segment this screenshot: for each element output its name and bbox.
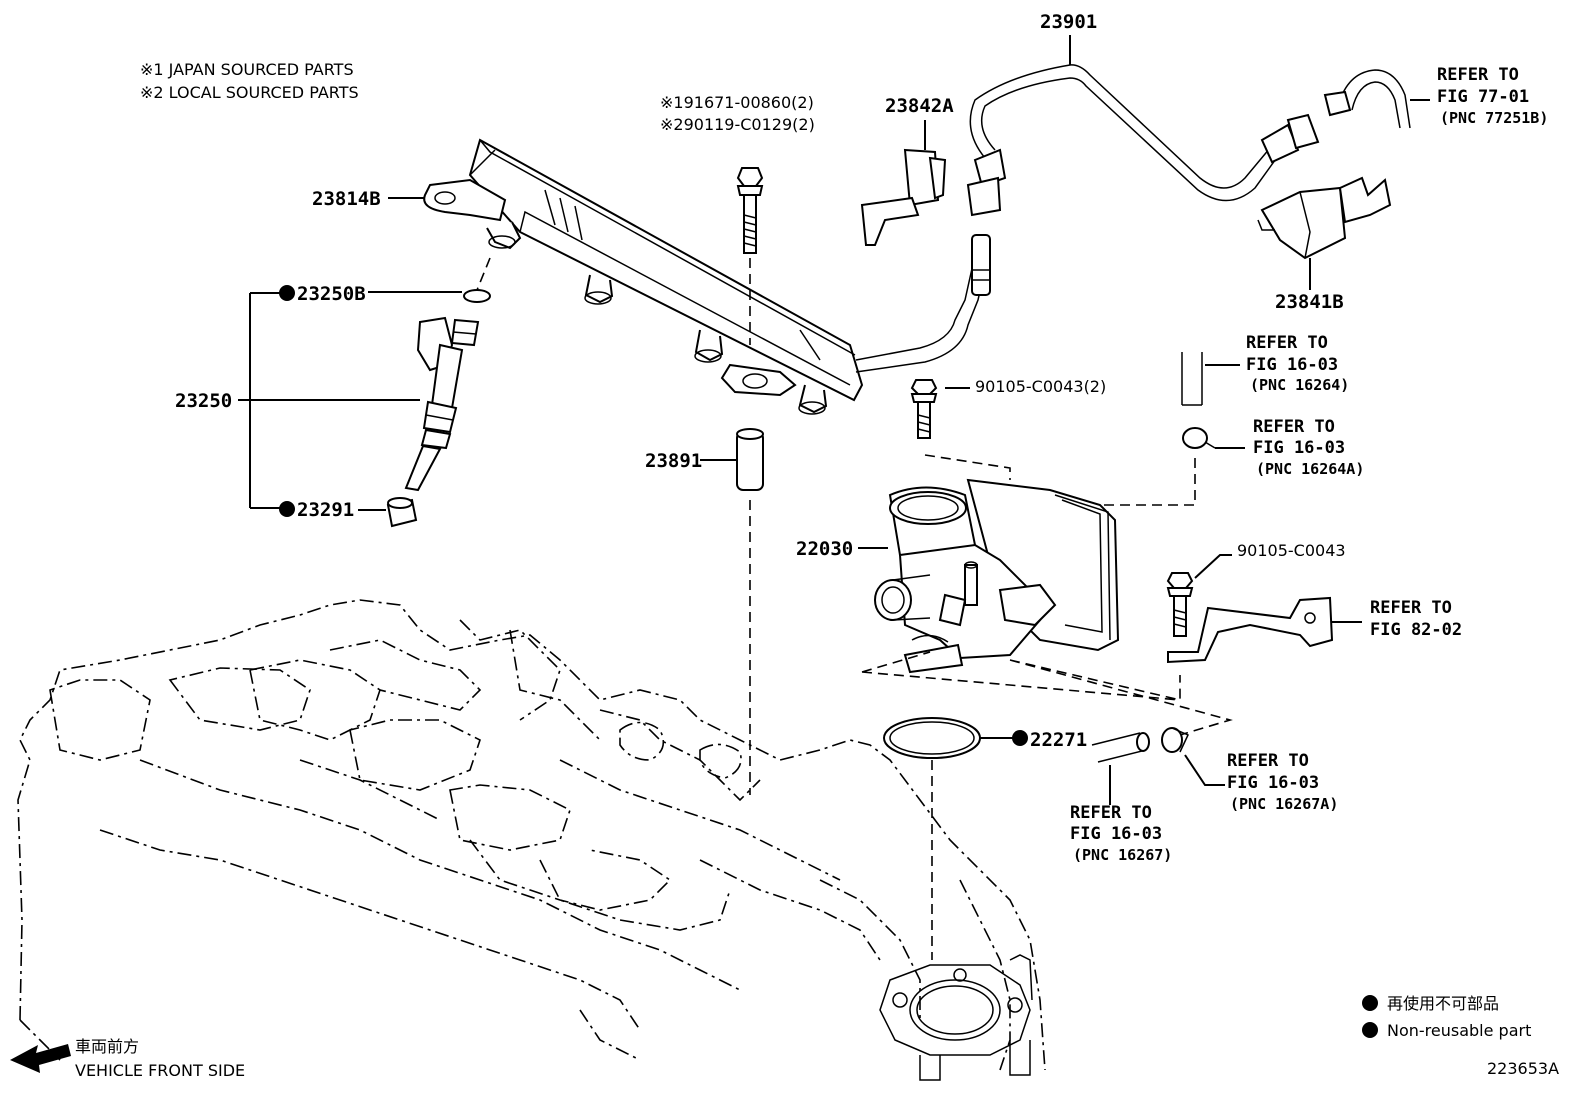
ref-77-01-pnc: (PNC 77251B) [1440, 109, 1548, 127]
throttle-dashline-top [924, 454, 1011, 480]
front-label-en: VEHICLE FRONT SIDE [75, 1061, 245, 1080]
ref-16267-line2: FIG 16-03 [1070, 824, 1162, 844]
throttle-dashlines-bottom [861, 651, 1233, 736]
ref-16267-pnc: (PNC 16267) [1073, 846, 1172, 864]
label-22030: 22030 [796, 538, 853, 560]
o-ring-23250B [463, 289, 491, 303]
leader-ref-16267A [1184, 754, 1225, 786]
label-90105-2: 90105-C0043(2) [975, 377, 1106, 396]
leader-23250-bracket [238, 292, 420, 509]
intake-flange [879, 954, 1033, 1081]
ref-16264-pnc: (PNC 16264) [1250, 376, 1349, 394]
oring-dashline [474, 257, 491, 296]
ref-16267A-line2: FIG 16-03 [1227, 773, 1319, 793]
legend-dot-en [1362, 1022, 1378, 1038]
non-reusable-dot-22271 [1012, 730, 1028, 746]
bolt-long [736, 167, 764, 254]
ref-16267A-pnc: (PNC 16267A) [1230, 795, 1338, 813]
label-23814B: 23814B [312, 188, 381, 210]
label-22271: 22271 [1030, 729, 1087, 751]
vehicle-front-arrow-icon [10, 1044, 71, 1073]
label-23250B: 23250B [297, 283, 366, 305]
clamp-ref-16267A [1161, 727, 1190, 753]
hose-ref-16264 [1181, 352, 1203, 406]
legend-non-reusable-en: Non-reusable part [1387, 1021, 1531, 1040]
fuel-hose-23901 [966, 64, 1320, 217]
fuel-injector-23250 [404, 316, 480, 492]
label-23842A: 23842A [885, 95, 954, 117]
bolt-number-b: ※290119-C0129(2) [660, 115, 815, 134]
fuel-pipe-ref-77-01 [1323, 69, 1411, 129]
legend-non-reusable-jp: 再使用不可部品 [1387, 994, 1499, 1013]
non-reusable-dot-23250B [279, 285, 295, 301]
ref-16264-line1: REFER TO [1246, 333, 1328, 353]
ref-82-02-line1: REFER TO [1370, 598, 1452, 618]
front-label-jp: 車両前方 [75, 1037, 139, 1056]
bolt-bracket [1166, 572, 1194, 637]
label-90105: 90105-C0043 [1237, 541, 1346, 560]
injector-insulator-23291 [386, 497, 418, 528]
ref-16264-line2: FIG 16-03 [1246, 355, 1338, 375]
bolt-short-throttle [910, 379, 938, 439]
diagram-id: 223653A [1487, 1059, 1559, 1078]
ref-16267A-line1: REFER TO [1227, 751, 1309, 771]
hose-ref-16267 [1091, 732, 1150, 763]
ref-77-01-line1: REFER TO [1437, 65, 1519, 85]
engine-intake-manifold-outline [17, 599, 1046, 1071]
ref-16264A-line2: FIG 16-03 [1253, 438, 1345, 458]
label-23291: 23291 [297, 499, 354, 521]
label-23891: 23891 [645, 450, 702, 472]
clip-23842A [860, 148, 947, 246]
ref-16267-line1: REFER TO [1070, 803, 1152, 823]
fuel-delivery-pipe-23814B [423, 138, 991, 415]
clip-23841B [1257, 176, 1392, 260]
clamp-ref-16264A [1182, 427, 1216, 449]
note-japan-sourced: ※1 JAPAN SOURCED PARTS [140, 60, 354, 79]
ref-16264A-pnc: (PNC 16264A) [1256, 460, 1364, 478]
leader-90105 [1194, 554, 1232, 579]
label-23901: 23901 [1040, 11, 1097, 33]
throttle-body-22030 [874, 478, 1120, 674]
ref-16264A-line1: REFER TO [1253, 417, 1335, 437]
bolt-number-a: ※191671-00860(2) [660, 93, 814, 112]
label-23250: 23250 [175, 390, 232, 412]
label-23841B: 23841B [1275, 291, 1344, 313]
ref-77-01-line2: FIG 77-01 [1437, 87, 1529, 107]
note-local-sourced: ※2 LOCAL SOURCED PARTS [140, 83, 359, 102]
collar-23891 [736, 428, 764, 491]
gasket-22271 [883, 717, 981, 759]
legend-dot-jp [1362, 995, 1378, 1011]
ref-82-02-line2: FIG 82-02 [1370, 620, 1462, 640]
bracket-ref-82-02 [1167, 596, 1334, 664]
non-reusable-dot-23291 [279, 501, 295, 517]
